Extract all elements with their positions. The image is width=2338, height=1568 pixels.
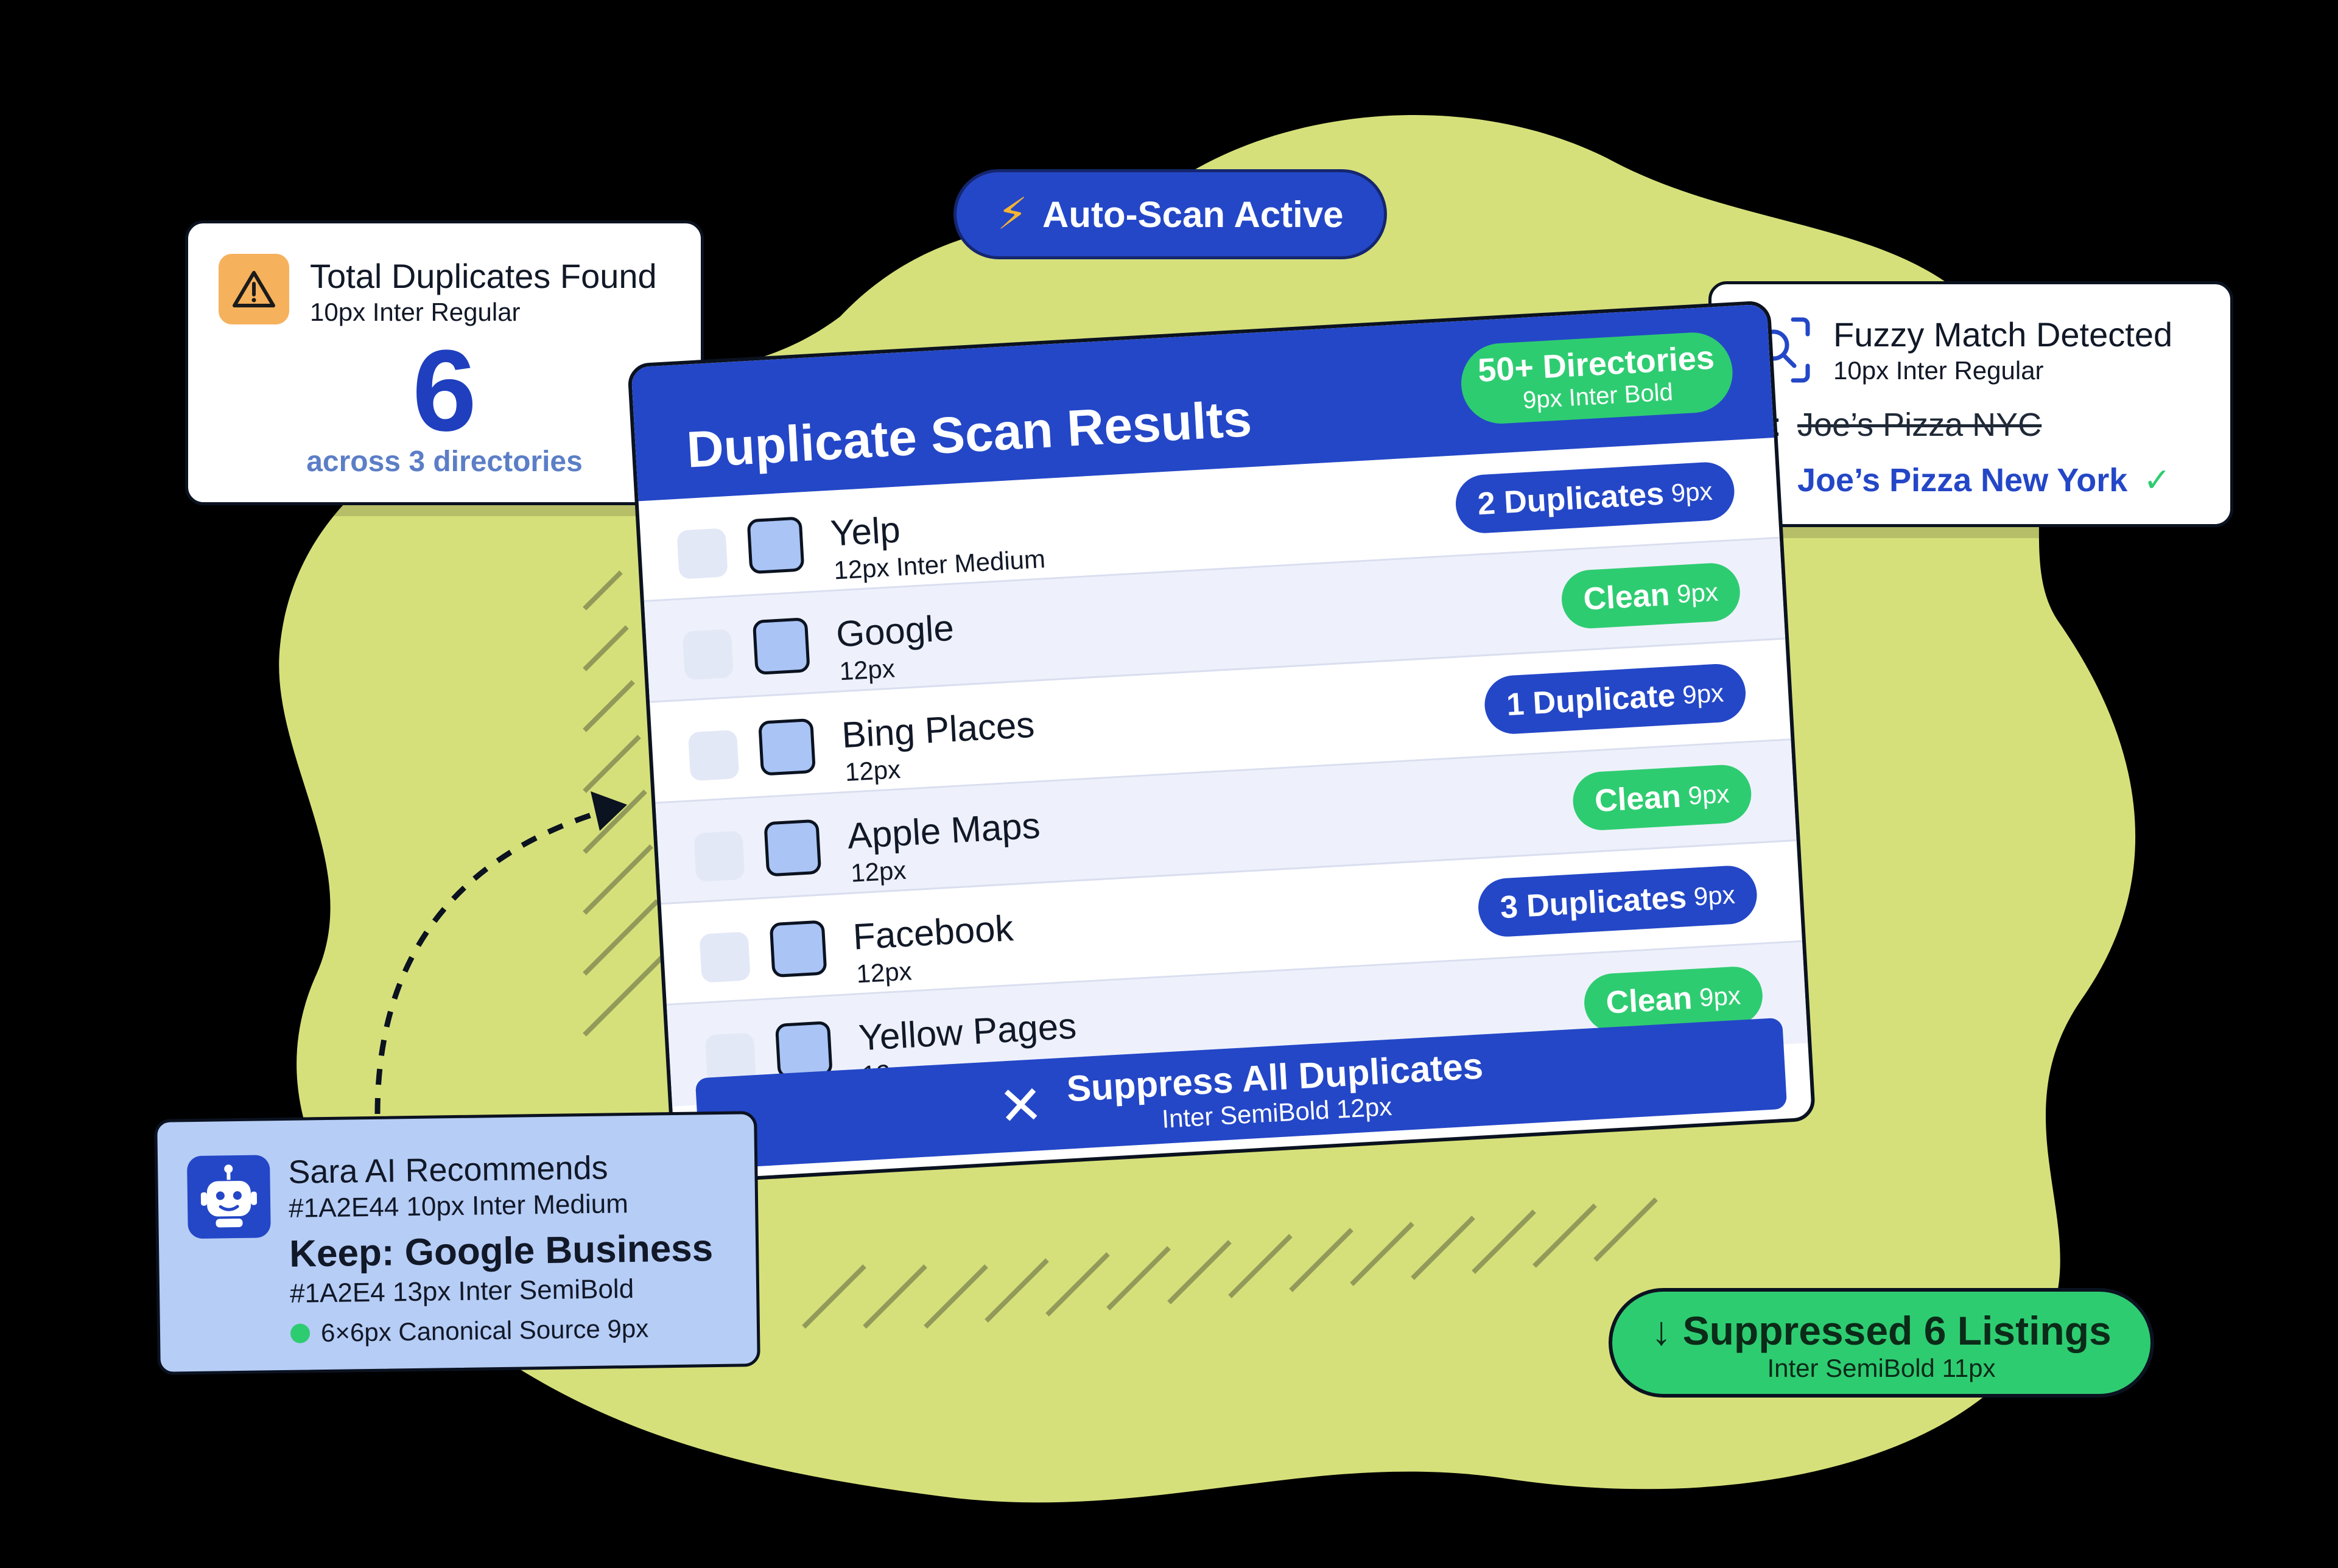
suppressed-meta: Inter SemiBold 11px xyxy=(1767,1354,1996,1382)
match-row-a: A:Joe’s Pizza NYC xyxy=(1750,406,2041,444)
status-size: 9px xyxy=(1670,476,1713,508)
directory-logo-icon xyxy=(774,1021,833,1079)
status-size: 9px xyxy=(1687,779,1730,810)
row-checkbox[interactable] xyxy=(687,729,740,782)
fuzzy-match-subtitle: 10px Inter Regular xyxy=(1833,356,2044,385)
scan-results-panel: Duplicate Scan Results 50+ Directories 9… xyxy=(627,300,1816,1185)
status-dot-icon xyxy=(290,1323,311,1343)
total-duplicates-card: Total Duplicates Found 10px Inter Regula… xyxy=(185,220,704,505)
total-duplicates-title: Total Duplicates Found xyxy=(310,257,657,295)
close-icon: ✕ xyxy=(997,1074,1045,1137)
auto-scan-status-pill[interactable]: ⚡ Auto-Scan Active xyxy=(953,169,1387,259)
suppressed-listings-pill: ↓ Suppressed 6 Listings Inter SemiBold 1… xyxy=(1609,1288,2154,1398)
directory-logo-icon xyxy=(752,617,810,676)
status-label: Clean xyxy=(1605,981,1693,1021)
arrow-head-icon xyxy=(591,791,627,831)
status-label: Clean xyxy=(1582,577,1671,617)
directory-name: Apple Maps xyxy=(846,805,1042,856)
match-row-b: B:Joe’s Pizza New York✓ xyxy=(1750,461,2171,499)
row-checkbox[interactable] xyxy=(676,528,728,579)
directory-name: Yellow Pages xyxy=(857,1005,1078,1059)
hatch-shadow xyxy=(583,570,1658,1329)
directory-meta: 12px xyxy=(844,755,902,787)
sara-ai-recommendation-card: Sara AI Recommends #1A2E44 10px Inter Me… xyxy=(154,1111,760,1375)
match-b-value: Joe’s Pizza New York xyxy=(1797,462,2128,499)
total-duplicates-subtitle: 10px Inter Regular xyxy=(310,298,521,326)
auto-scan-label: Auto-Scan Active xyxy=(1042,194,1344,235)
panel-title: Duplicate Scan Results xyxy=(685,389,1254,478)
status-size: 9px xyxy=(1682,678,1725,710)
canonical-source-note: 6×6px Canonical Source 9px xyxy=(290,1314,649,1348)
directory-name: Bing Places xyxy=(840,704,1036,756)
total-duplicates-count: 6 xyxy=(412,326,477,455)
warning-icon xyxy=(219,254,289,324)
fuzzy-match-title: Fuzzy Match Detected xyxy=(1833,315,2173,354)
directory-name: Google xyxy=(835,607,955,655)
row-checkbox[interactable] xyxy=(693,830,745,882)
status-size: 9px xyxy=(1698,981,1742,1012)
directory-logo-icon xyxy=(746,516,805,575)
directory-meta: 12px xyxy=(855,956,913,989)
directory-name: Yelp xyxy=(829,509,902,554)
total-duplicates-caption: across 3 directories xyxy=(306,446,583,478)
sara-recommendation: Keep: Google Business xyxy=(289,1227,714,1275)
directory-logo-icon xyxy=(764,819,822,877)
directory-logo-icon xyxy=(758,718,816,776)
directory-name: Facebook xyxy=(852,908,1015,957)
sara-recommendation-meta: #1A2E4 13px Inter SemiBold xyxy=(289,1273,634,1309)
check-icon: ✓ xyxy=(2143,462,2171,499)
row-checkbox[interactable] xyxy=(682,629,734,681)
status-label: 3 Duplicates xyxy=(1499,880,1688,926)
bolt-icon: ⚡ xyxy=(997,190,1028,239)
fuzzy-match-card: Fuzzy Match Detected 10px Inter Regular … xyxy=(1708,281,2233,527)
dashed-arrow xyxy=(374,807,610,1115)
status-label: Clean xyxy=(1593,779,1682,819)
directories-badge: 50+ Directories 9px Inter Bold xyxy=(1459,330,1735,426)
suppressed-label: ↓ Suppressed 6 Listings xyxy=(1651,1308,2112,1353)
robot-icon xyxy=(186,1155,271,1239)
row-checkbox[interactable] xyxy=(699,931,751,983)
scan-results-panel-wrap: Duplicate Scan Results 50+ Directories 9… xyxy=(627,300,1816,1185)
match-a-value: Joe’s Pizza NYC xyxy=(1797,407,2042,443)
sara-subtitle: #1A2E44 10px Inter Medium xyxy=(288,1189,629,1223)
sara-title: Sara AI Recommends xyxy=(287,1149,608,1191)
status-size: 9px xyxy=(1676,577,1719,609)
status-label: 1 Duplicate xyxy=(1505,677,1676,723)
canonical-source-label: 6×6px Canonical Source 9px xyxy=(320,1314,649,1348)
status-label: 2 Duplicates xyxy=(1476,476,1665,522)
status-size: 9px xyxy=(1693,880,1736,911)
directory-meta: 12px xyxy=(838,654,896,686)
directory-logo-icon xyxy=(769,920,827,978)
directory-meta: 12px xyxy=(849,855,907,887)
